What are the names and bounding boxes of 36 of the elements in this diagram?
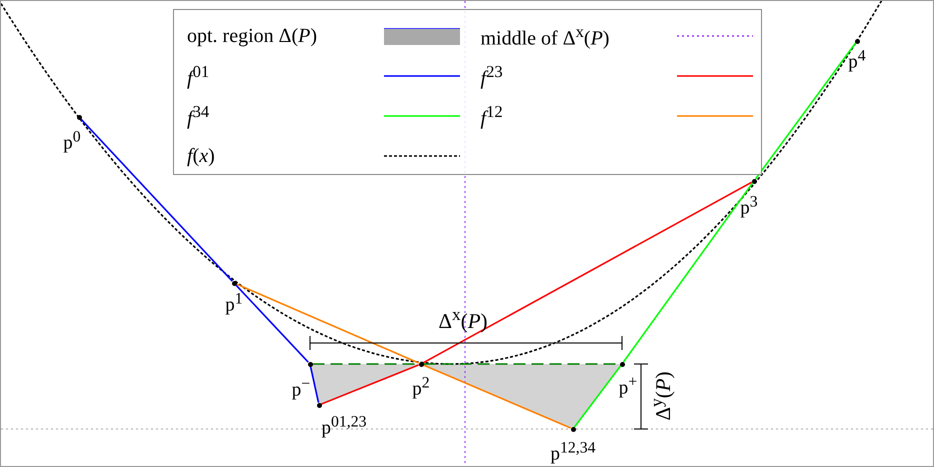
point-marker <box>418 362 424 366</box>
point-label: p$^{1}$ <box>225 291 243 315</box>
point-marker <box>76 114 82 120</box>
legend-text: f$^{01}$ <box>187 62 210 90</box>
point-label: p$^{3}$ <box>740 194 758 218</box>
line-segment <box>310 366 320 403</box>
point-label: p$^{2}$ <box>412 375 430 399</box>
point-marker <box>854 38 860 44</box>
point-marker <box>232 280 236 286</box>
line-segment <box>422 364 572 429</box>
line-segment <box>321 364 419 405</box>
point-marker <box>308 362 312 366</box>
dimension-label: Δ$^{x}$(P) <box>438 306 488 332</box>
point-marker <box>316 402 322 408</box>
legend-text: f$^{34}$ <box>187 102 210 130</box>
point-label: p$^{12,34}$ <box>550 440 596 464</box>
point-label: p$^{01,23}$ <box>321 414 367 438</box>
line-segment <box>80 118 233 282</box>
point-marker <box>752 178 756 184</box>
legend-text: f(x) <box>187 144 216 168</box>
line-segment <box>235 284 309 363</box>
line-segment <box>422 182 752 364</box>
line-segment <box>622 182 754 362</box>
legend-text: f$^{12}$ <box>480 102 504 130</box>
legend-text: opt. region Δ(P) <box>187 24 318 48</box>
point-label: p$^{0}$ <box>63 129 81 153</box>
point-label: p$^{4}$ <box>848 48 866 72</box>
line-segment <box>574 366 622 428</box>
point-marker <box>570 426 576 432</box>
line-segment <box>754 42 856 180</box>
point-label: p$^{−}$ <box>292 376 310 400</box>
legend-text: middle of Δ$^{x}$(P) <box>480 22 610 50</box>
legend-text: f$^{23}$ <box>480 62 504 90</box>
line-segment <box>236 283 420 364</box>
point-marker <box>620 362 624 366</box>
point-label: p$^{+}$ <box>618 374 638 398</box>
